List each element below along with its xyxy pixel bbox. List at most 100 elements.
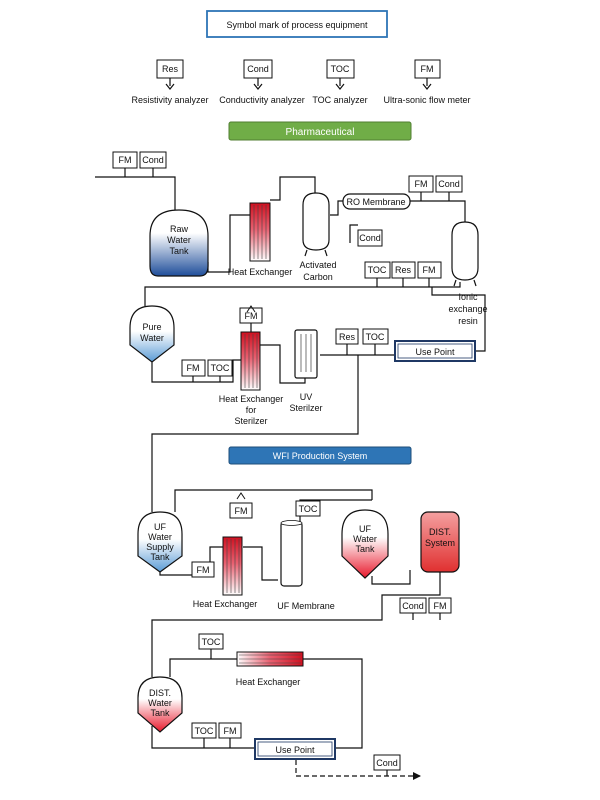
inst-fm-wfi-top: FM bbox=[229, 492, 253, 519]
legend-toc-code: TOC bbox=[331, 64, 350, 74]
distt-l3: Tank bbox=[150, 708, 170, 718]
raw-tank-l1: Raw bbox=[170, 224, 189, 234]
ro-membrane: RO Membrane bbox=[342, 193, 411, 210]
legend-title-box: Symbol mark of process equipment bbox=[206, 10, 388, 38]
ionic-exchange-resin: Ionic exchange resin bbox=[448, 221, 488, 326]
inst-cond-dist-label: Cond bbox=[402, 601, 424, 611]
ufs-l3: Supply bbox=[146, 542, 174, 552]
hx3-label: Heat Exchanger bbox=[236, 677, 301, 687]
inst-cond-raw: Cond bbox=[139, 151, 167, 177]
ro-label: RO Membrane bbox=[346, 197, 405, 207]
distt-l1: DIST. bbox=[149, 688, 171, 698]
legend-cond-label: Conductivity analyzer bbox=[219, 95, 305, 105]
ufs-l4: Tank bbox=[150, 552, 170, 562]
inst-fm-hxs-label: FM bbox=[245, 311, 258, 321]
inst-toc-wfi-top-label: TOC bbox=[299, 504, 318, 514]
inst-toc-distt-label: TOC bbox=[195, 726, 214, 736]
inst-res-ion: Res bbox=[391, 261, 416, 287]
heat-exchanger-1: Heat Exchanger bbox=[228, 202, 293, 277]
raw-tank-l2: Water bbox=[167, 235, 191, 245]
inst-toc-dist-label: TOC bbox=[202, 637, 221, 647]
legend-title: Symbol mark of process equipment bbox=[226, 20, 368, 30]
inst-fm-hxs: FM bbox=[239, 305, 263, 332]
inst-toc-ion-label: TOC bbox=[368, 265, 387, 275]
pharma-piping bbox=[95, 176, 486, 512]
inst-cond-carbon-label: Cond bbox=[359, 233, 381, 243]
uf-water-tank: UF Water Tank bbox=[341, 509, 389, 579]
uf-water-supply-tank: UF Water Supply Tank bbox=[137, 511, 183, 573]
heat-exchanger-sterilizer: Heat Exchanger for Sterilzer bbox=[219, 331, 284, 426]
hx2-label: Heat Exchanger bbox=[193, 599, 258, 609]
pharma-banner: Pharmaceutical bbox=[228, 121, 412, 141]
inst-fm-ion: FM bbox=[417, 261, 442, 287]
ufs-l1: UF bbox=[154, 522, 166, 532]
pharma-banner-label: Pharmaceutical bbox=[286, 127, 355, 138]
wfi-banner: WFI Production System bbox=[228, 446, 412, 465]
raw-tank-l3: Tank bbox=[169, 246, 189, 256]
pure-water-tank: Pure Water bbox=[129, 305, 175, 363]
uv-sterilizer: UV Sterilzer bbox=[289, 329, 323, 413]
uft-l1: UF bbox=[359, 524, 371, 534]
hxs-l1: Heat Exchanger bbox=[219, 394, 284, 404]
inst-fm-pure: FM bbox=[181, 359, 206, 382]
uf-membrane: UF Membrane bbox=[277, 520, 335, 611]
inst-toc-dist: TOC bbox=[198, 633, 224, 659]
legend-res: Res Resistivity analyzer bbox=[131, 59, 209, 105]
uv-l1: UV bbox=[300, 392, 313, 402]
legend-fm: FM Ultra-sonic flow meter bbox=[383, 59, 471, 105]
legend-toc-label: TOC analyzer bbox=[312, 95, 367, 105]
inst-fm-ion-label: FM bbox=[423, 265, 436, 275]
inst-cond-ro: Cond bbox=[435, 175, 463, 201]
distt-l2: Water bbox=[148, 698, 172, 708]
uv-l2: Sterilzer bbox=[289, 403, 322, 413]
legend-cond-code: Cond bbox=[247, 64, 269, 74]
hxs-l3: Sterilzer bbox=[234, 416, 267, 426]
ion-l2: exchange bbox=[448, 304, 487, 314]
inst-fm-ufs: FM bbox=[191, 561, 215, 578]
inst-fm-dist-label: FM bbox=[434, 601, 447, 611]
legend-fm-code: FM bbox=[421, 64, 434, 74]
inst-cond-ro-label: Cond bbox=[438, 179, 460, 189]
inst-toc-uv: TOC bbox=[362, 328, 389, 355]
inst-fm-pure-label: FM bbox=[187, 363, 200, 373]
legend-cond: Cond Conductivity analyzer bbox=[219, 59, 305, 105]
inst-toc-ion: TOC bbox=[364, 261, 391, 287]
pure-tank-l2: Water bbox=[140, 333, 164, 343]
carbon-l2: Carbon bbox=[303, 272, 333, 282]
inst-fm-raw: FM bbox=[112, 151, 138, 177]
ufs-l2: Water bbox=[148, 532, 172, 542]
inst-fm-ufs-label: FM bbox=[197, 565, 210, 575]
wfi-banner-label: WFI Production System bbox=[273, 451, 368, 461]
dist-piping bbox=[151, 658, 421, 780]
inst-toc-wfi-top: TOC bbox=[295, 500, 321, 517]
legend-res-code: Res bbox=[162, 64, 179, 74]
inst-res-uv: Res bbox=[335, 328, 359, 355]
heat-exchanger-2: Heat Exchanger bbox=[193, 536, 258, 609]
inst-fm-wfi-top-label: FM bbox=[235, 506, 248, 516]
inst-fm-ro-label: FM bbox=[415, 179, 428, 189]
hxs-l2: for bbox=[246, 405, 257, 415]
carbon-l1: Activated bbox=[299, 260, 336, 270]
inst-fm-distt: FM bbox=[218, 722, 242, 748]
inst-toc-uv-label: TOC bbox=[366, 332, 385, 342]
legend-fm-label: Ultra-sonic flow meter bbox=[383, 95, 470, 105]
pure-tank-l1: Pure bbox=[142, 322, 161, 332]
uft-l2: Water bbox=[353, 534, 377, 544]
uft-l3: Tank bbox=[355, 544, 375, 554]
legend-res-label: Resistivity analyzer bbox=[131, 95, 208, 105]
inst-fm-dist: FM bbox=[428, 597, 452, 620]
inst-res-uv-label: Res bbox=[339, 332, 356, 342]
use-point-2-label: Use Point bbox=[275, 745, 315, 755]
inst-fm-ro: FM bbox=[408, 175, 434, 201]
heat-exchanger-3: Heat Exchanger bbox=[236, 651, 304, 687]
use-point-2: Use Point bbox=[254, 738, 336, 760]
hx1-label: Heat Exchanger bbox=[228, 267, 293, 277]
use-point-1-label: Use Point bbox=[415, 347, 455, 357]
dist-water-tank: DIST. Water Tank bbox=[137, 676, 183, 733]
inst-cond-raw-label: Cond bbox=[142, 155, 164, 165]
uf-membrane-label: UF Membrane bbox=[277, 601, 335, 611]
raw-water-tank: Raw Water Tank bbox=[149, 209, 209, 277]
activated-carbon: Activated Carbon bbox=[299, 192, 337, 282]
inst-toc-distt: TOC bbox=[191, 722, 217, 748]
